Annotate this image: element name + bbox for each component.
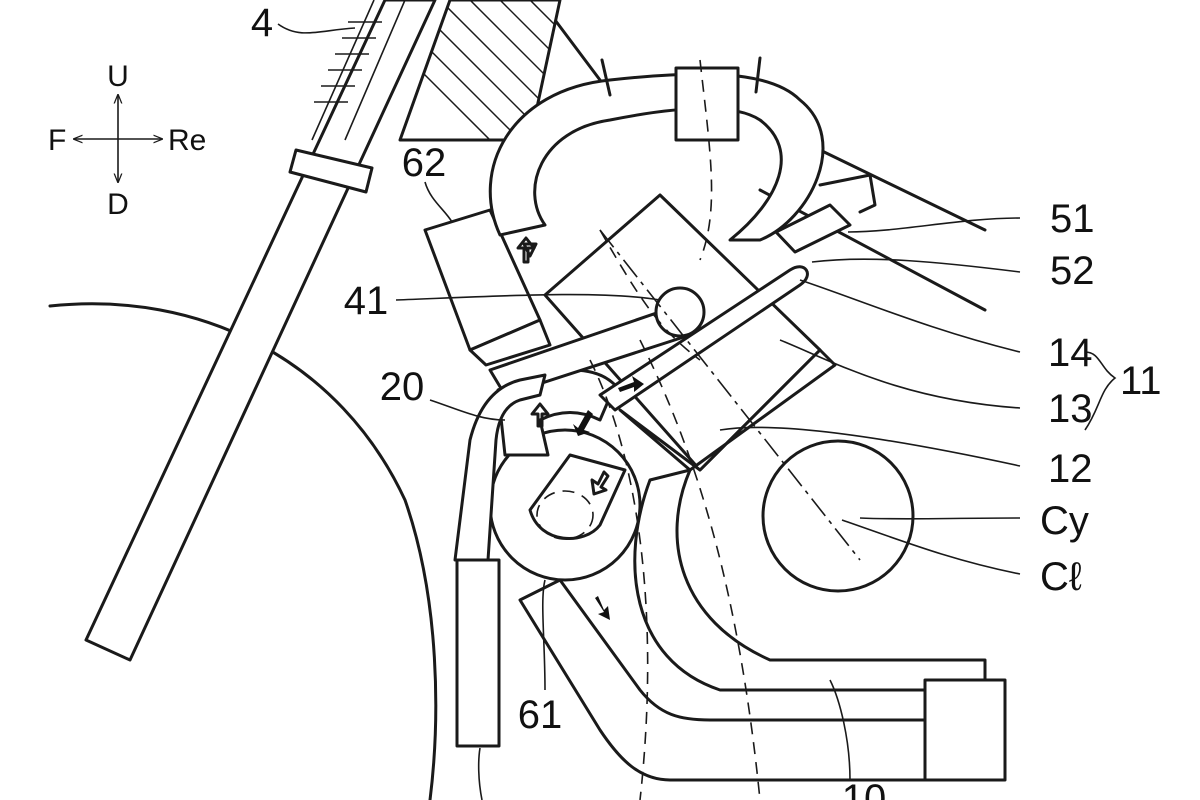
label-61: 61 — [518, 693, 563, 737]
label-62: 62 — [402, 141, 447, 185]
flow-arrow-down-1 — [573, 410, 593, 436]
cylinder-axis-line — [599, 229, 861, 561]
pipe-41-joint — [654, 286, 706, 338]
label-41: 41 — [344, 279, 389, 323]
reference-labels: 4 62 41 20 61 51 52 14 13 11 12 Cy Cℓ 10 — [251, 1, 1162, 800]
down-tube — [453, 373, 547, 562]
engine-cylinder-block — [543, 193, 987, 692]
exhaust-end — [923, 678, 1007, 782]
flow-arrow-into-muffler — [590, 470, 610, 496]
hidden-line-1 — [599, 229, 701, 361]
label-10: 10 — [842, 777, 887, 800]
up-label: U — [107, 60, 129, 93]
label-20: 20 — [380, 365, 425, 409]
label-13: 13 — [1048, 387, 1093, 431]
leader-lines — [277, 23, 1117, 800]
label-14: 14 — [1048, 331, 1093, 375]
label-11: 11 — [1120, 359, 1162, 403]
label-cy: Cy — [1040, 499, 1089, 543]
down-label: D — [107, 188, 129, 221]
rear-label: Re — [168, 124, 206, 157]
flow-arrow-up-1 — [516, 236, 536, 264]
flow-arrows — [516, 236, 644, 620]
label-51: 51 — [1050, 197, 1095, 241]
front-label: F — [48, 124, 66, 157]
label-cl: Cℓ — [1040, 555, 1082, 599]
flow-arrow-up-2 — [530, 402, 550, 428]
pipe-52 — [598, 265, 809, 412]
front-fork — [84, 0, 437, 662]
label-12: 12 — [1048, 447, 1093, 491]
front-wheel — [48, 302, 438, 800]
hidden-line-4 — [699, 59, 713, 261]
label-4: 4 — [251, 1, 273, 45]
radiator-62 — [423, 208, 552, 367]
flow-arrow-exhaust — [595, 596, 610, 620]
hidden-line-3 — [589, 359, 649, 800]
flow-arrow-right — [618, 376, 644, 392]
label-52: 52 — [1050, 249, 1095, 293]
crankcase-circle — [761, 439, 915, 593]
orientation-indicator: U D F Re — [48, 60, 206, 221]
sensor-51 — [774, 203, 852, 254]
head-stock — [398, 0, 562, 142]
down-tube-end — [455, 558, 501, 748]
